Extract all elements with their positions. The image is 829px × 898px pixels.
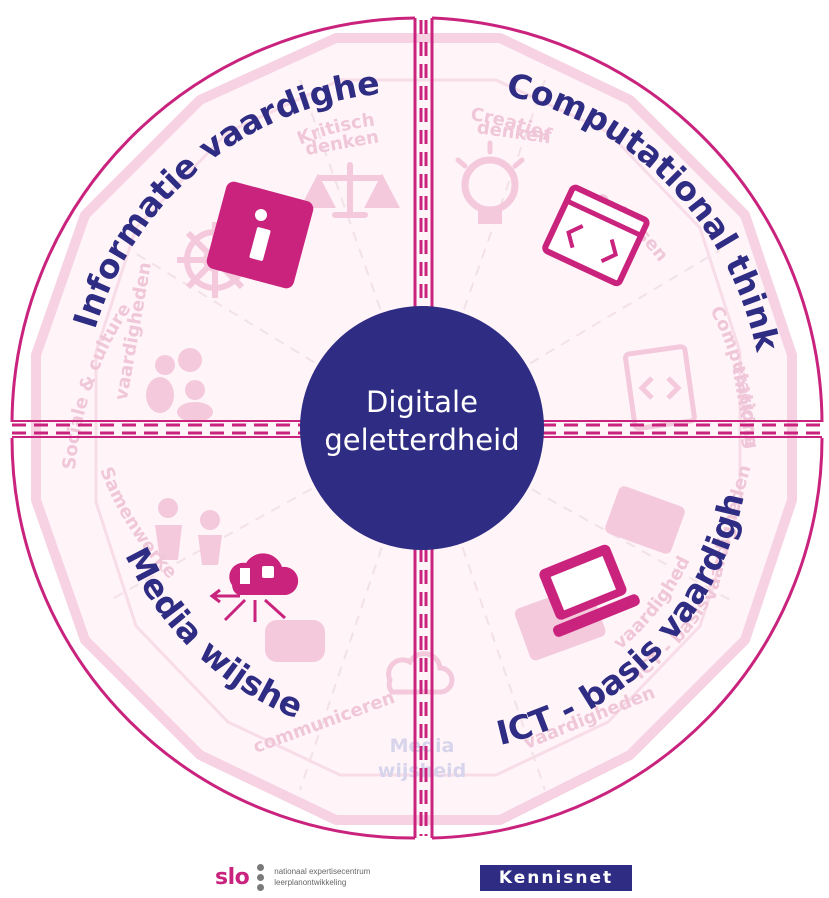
info-icon [206, 181, 314, 289]
center-title-line1: Digitale [366, 385, 478, 419]
kennisnet-logo: Kennisnet [480, 865, 632, 891]
slo-tagline-line1: nationaal expertisecentrum [274, 867, 371, 876]
slo-dots-icon [257, 863, 265, 891]
cloud-network-icon [209, 553, 299, 622]
center-circle [300, 306, 544, 550]
footer-logos: slo nationaal expertisecentrum leerplano… [0, 858, 829, 898]
lightbulb-icon [455, 140, 525, 224]
faded-chat-icon [265, 620, 325, 662]
slo-wordmark: slo [215, 864, 250, 890]
slo-tagline-line2: leerplanontwikkeling [274, 878, 347, 887]
laptop-icon [539, 544, 640, 637]
faded-people-icon [155, 498, 222, 565]
people-icon [146, 348, 213, 422]
code-window-icon [542, 184, 650, 287]
scales-icon [300, 162, 400, 218]
center-title-line2: geletterdheid [324, 423, 519, 457]
slo-logo: slo nationaal expertisecentrum leerplano… [215, 860, 370, 894]
faded-cloud-icon [386, 651, 455, 695]
slo-tagline: nationaal expertisecentrum leerplanontwi… [274, 866, 370, 888]
